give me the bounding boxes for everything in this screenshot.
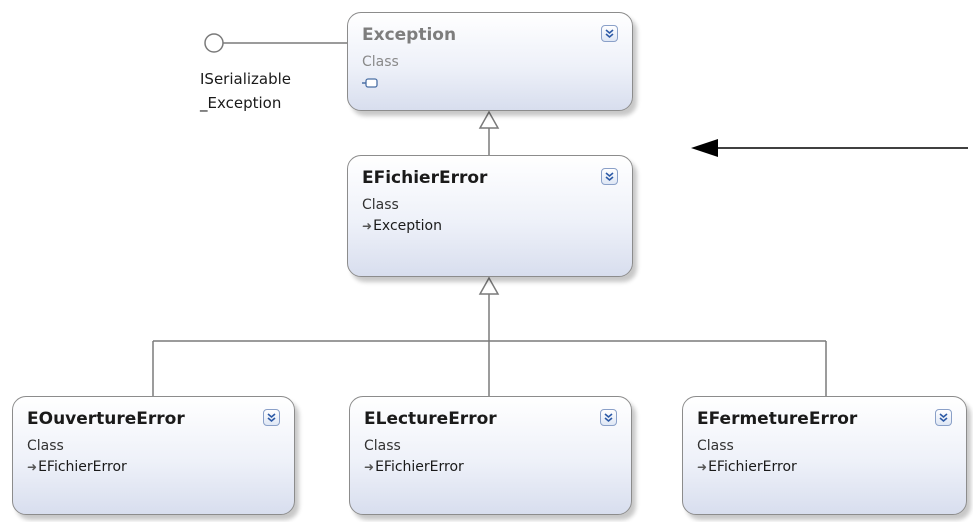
collapse-toggle-icon[interactable] xyxy=(600,409,617,426)
inherits-arrow-icon: ➜ xyxy=(362,219,373,233)
interface-name-line2: _Exception xyxy=(200,94,282,112)
base-class: ➜EFichierError xyxy=(697,459,797,475)
base-class: ➜Exception xyxy=(362,218,442,234)
inherits-arrow-icon: ➜ xyxy=(27,460,38,474)
collapse-toggle-icon[interactable] xyxy=(935,409,952,426)
inheritance-arrowhead-efichier xyxy=(478,276,500,295)
base-class-name: EFichierError xyxy=(38,459,127,475)
collapsed-members-icon[interactable] xyxy=(362,77,378,89)
class-kind: Class xyxy=(362,54,399,70)
class-box-efichiererror[interactable]: EFichierError Class ➜Exception xyxy=(347,155,633,277)
class-kind: Class xyxy=(364,438,401,454)
class-box-efermetureerror[interactable]: EFermetureError Class ➜EFichierError xyxy=(682,396,967,515)
class-box-eouvertureerror[interactable]: EOuvertureError Class ➜EFichierError xyxy=(12,396,295,515)
base-class-name: EFichierError xyxy=(708,459,797,475)
base-class-name: Exception xyxy=(373,218,442,234)
base-class: ➜EFichierError xyxy=(27,459,127,475)
class-name: Exception xyxy=(362,25,457,45)
class-box-exception[interactable]: Exception Class xyxy=(347,12,633,111)
collapse-toggle-icon[interactable] xyxy=(263,409,280,426)
class-name: EFichierError xyxy=(362,168,488,188)
class-name: EOuvertureError xyxy=(27,409,185,429)
base-class: ➜EFichierError xyxy=(364,459,464,475)
inherits-arrow-icon: ➜ xyxy=(697,460,708,474)
class-kind: Class xyxy=(27,438,64,454)
inherits-arrow-icon: ➜ xyxy=(364,460,375,474)
pointer-arrowhead xyxy=(691,139,718,157)
class-name: ELectureError xyxy=(364,409,497,429)
class-name: EFermetureError xyxy=(697,409,858,429)
class-kind: Class xyxy=(697,438,734,454)
inheritance-arrowhead-exception xyxy=(478,110,500,129)
base-class-name: EFichierError xyxy=(375,459,464,475)
class-box-electureerror[interactable]: ELectureError Class ➜EFichierError xyxy=(349,396,632,515)
collapse-toggle-icon[interactable] xyxy=(601,25,618,42)
interface-name-line1: ISerializable xyxy=(200,70,292,88)
interface-label: ISerializable _Exception xyxy=(200,67,291,115)
interface-lollipop xyxy=(204,33,224,53)
class-kind: Class xyxy=(362,197,399,213)
collapse-toggle-icon[interactable] xyxy=(601,168,618,185)
